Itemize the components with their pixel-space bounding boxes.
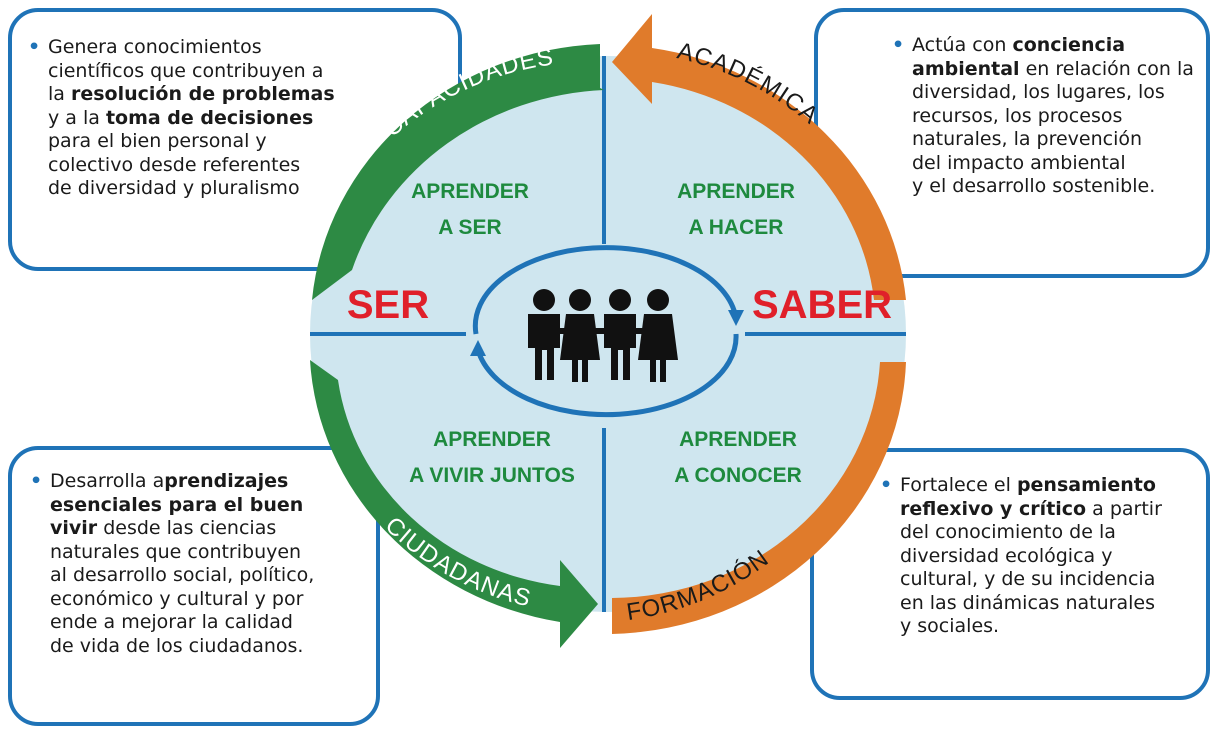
text-line: reflexivo y crítico a partir	[900, 498, 1162, 522]
ciudadanas-arrow	[310, 360, 598, 648]
box-bottom-left	[8, 446, 380, 726]
text-line: y a la toma de decisiones	[48, 107, 335, 131]
text-segment: económico y cultural y por	[50, 587, 304, 610]
academica-arrow	[612, 14, 906, 300]
text-line: vivir desde las ciencias	[50, 517, 314, 541]
formacion-arrow	[612, 362, 906, 634]
text-segment: del impacto ambiental	[912, 151, 1126, 174]
quadrant-bl-line1: APRENDER	[433, 428, 551, 451]
text-line: naturales que contribuyen	[50, 541, 314, 565]
quadrant-tr-line2: A HACER	[689, 216, 784, 239]
text-line: económico y cultural y por	[50, 588, 314, 612]
text-segment: y a la	[48, 106, 106, 129]
text-segment: en las dinámicas naturales	[900, 591, 1155, 614]
text-line: Fortalece el pensamiento	[900, 474, 1162, 498]
quadrant-br-line1: APRENDER	[679, 428, 797, 451]
text-line: cultural, y de su incidencia	[900, 568, 1162, 592]
text-segment: recursos, los procesos	[912, 104, 1123, 127]
text-line: de vida de los ciudadanos.	[50, 635, 314, 659]
text-segment: y sociales.	[900, 615, 1000, 637]
text-segment: diversidad, los lugares, los	[912, 81, 1165, 103]
quadrant-br-line2: A CONOCER	[674, 464, 802, 487]
bold-text: reflexivo y crítico	[900, 497, 1087, 520]
text-line: y sociales.	[900, 615, 1162, 639]
text-line: al desarrollo social, político,	[50, 564, 314, 588]
bold-text: pensamiento	[1016, 474, 1156, 496]
saber-label: SABER	[752, 283, 892, 327]
text-segment: científicos que contribuyen a	[48, 59, 324, 82]
quadrant-tl-line2: A SER	[438, 216, 501, 239]
bold-text: toma de decisiones	[105, 106, 314, 129]
ser-label: SER	[347, 283, 429, 327]
text-segment: en relación con la	[1019, 57, 1194, 80]
text-line: en las dinámicas naturales	[900, 592, 1162, 616]
text-segment: desde las ciencias	[97, 517, 277, 539]
text-segment: a partir	[1086, 497, 1162, 520]
text-line: y el desarrollo sostenible.	[912, 175, 1194, 199]
bold-text: vivir	[50, 517, 98, 539]
text-segment: ende a mejorar la calidad	[50, 611, 293, 633]
text-line: científicos que contribuyen a	[48, 60, 335, 84]
bold-text: resolución de problemas	[70, 83, 335, 105]
text-line: del conocimiento de la	[900, 521, 1162, 545]
text-segment: Fortalece el	[900, 474, 1017, 496]
text-segment: Genera conocimientos	[48, 36, 262, 58]
text-line: para el bien personal y	[48, 130, 335, 154]
bullet-icon: •	[892, 34, 905, 56]
text-segment: al desarrollo social, político,	[50, 564, 315, 586]
text-line: colectivo desde referentes	[48, 154, 335, 178]
bullet-icon: •	[28, 36, 41, 58]
text-segment: y el desarrollo sostenible.	[912, 175, 1156, 197]
bold-text: prendizajes	[164, 470, 289, 492]
text-segment: diversidad ecológica y	[900, 544, 1113, 567]
people-group-icon	[528, 289, 678, 382]
bullet-icon: •	[880, 474, 893, 496]
text-segment: colectivo desde referentes	[48, 153, 301, 176]
box-bottom-right	[810, 448, 1210, 700]
text-segment: Actúa con	[912, 34, 1013, 56]
quadrant-tl-line1: APRENDER	[411, 180, 529, 203]
text-line: Actúa con conciencia	[912, 34, 1194, 58]
text-line: Genera conocimientos	[48, 36, 335, 60]
bold-text: esenciales para el buen	[50, 493, 304, 516]
text-segment: la	[48, 83, 71, 105]
text-segment: naturales que contribuyen	[50, 540, 302, 563]
text-line: del impacto ambiental	[912, 152, 1194, 176]
text-line: Desarrolla aprendizajes	[50, 470, 314, 494]
text-line: ende a mejorar la calidad	[50, 611, 314, 635]
text-line: esenciales para el buen	[50, 494, 314, 518]
text-line: diversidad, los lugares, los	[912, 81, 1194, 105]
capacidades-arrow	[312, 44, 604, 300]
cycle-arrows-icon	[470, 245, 744, 418]
text-segment: del conocimiento de la	[900, 521, 1116, 543]
text-segment: de vida de los ciudadanos.	[50, 634, 304, 657]
text-line: recursos, los procesos	[912, 105, 1194, 129]
text-line: diversidad ecológica y	[900, 545, 1162, 569]
text-line: de diversidad y pluralismo	[48, 177, 335, 201]
bullet-icon: •	[30, 470, 43, 492]
text-segment: cultural, y de su incidencia	[900, 568, 1156, 590]
text-line: la resolución de problemas	[48, 83, 335, 107]
text-segment: para el bien personal y	[48, 130, 267, 152]
text-segment: de diversidad y pluralismo	[48, 177, 300, 199]
bold-text: ambiental	[912, 57, 1020, 80]
quadrant-bl-line2: A VIVIR JUNTOS	[409, 464, 575, 487]
quadrant-tr-line1: APRENDER	[677, 180, 795, 203]
bold-text: conciencia	[1012, 34, 1126, 56]
text-line: naturales, la prevención	[912, 128, 1194, 152]
text-segment: naturales, la prevención	[912, 128, 1143, 150]
text-line: ambiental en relación con la	[912, 58, 1194, 82]
text-segment: Desarrolla a	[50, 470, 165, 492]
